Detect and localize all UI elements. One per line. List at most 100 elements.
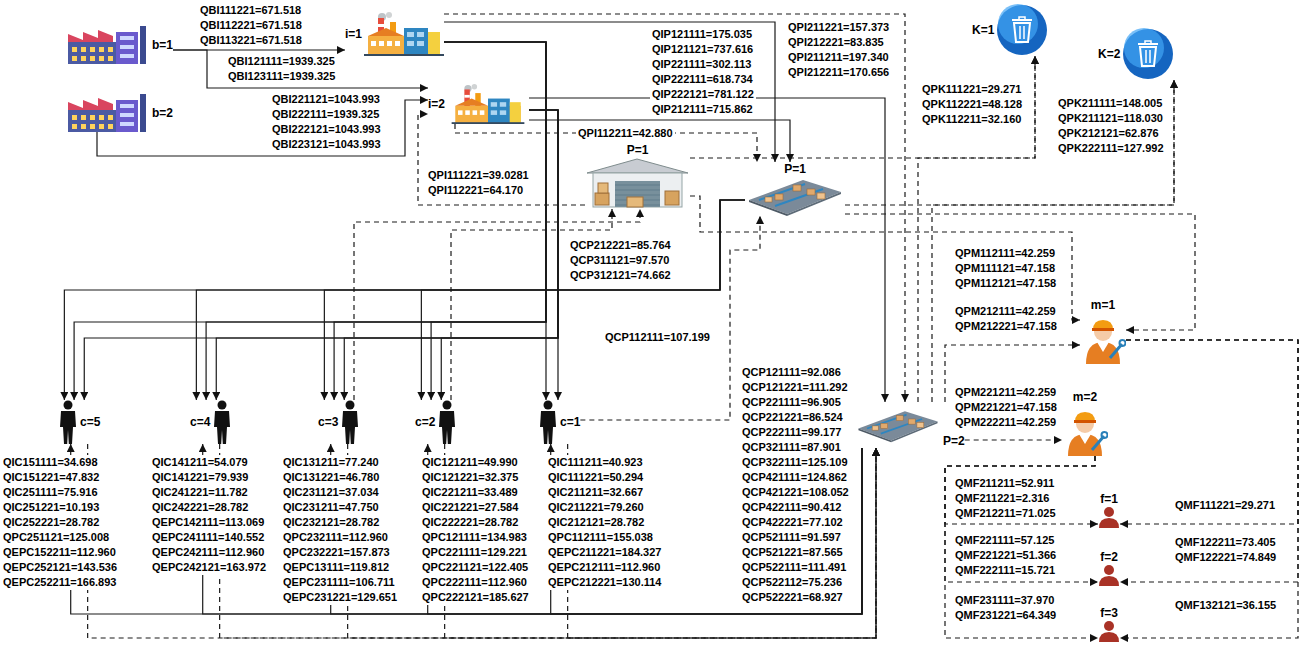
flow-value: QPM112111=42.259	[953, 246, 1057, 261]
flow-value: QIC221211=33.489	[420, 485, 520, 500]
flow-value: QIC111211=40.923	[546, 455, 645, 470]
facility-node: P=1	[585, 143, 690, 209]
customer-icon	[340, 400, 360, 444]
node-label: K=2	[1098, 47, 1120, 61]
flow-value: QPM222211=42.259	[953, 415, 1058, 430]
flow-value: QIC211221=79.260	[546, 500, 646, 515]
distribution-center-icon	[855, 402, 941, 448]
forward-flow-connector	[206, 42, 546, 400]
node-label: b=1	[152, 38, 173, 52]
flow-value: QMF231221=64.349	[953, 608, 1058, 623]
flow-value: QCP112111=107.199	[603, 330, 712, 345]
facility-node: f=2	[1098, 550, 1120, 586]
flow-value: QIC111221=50.294	[546, 470, 645, 485]
flow-value: QIC241221=11.782	[150, 485, 250, 500]
flow-value: QCP121111=92.086	[740, 365, 843, 380]
flow-value: QPK112211=32.160	[920, 112, 1023, 127]
flow-value: QPI111221=39.0281	[426, 168, 531, 183]
flow-value: QEPC231111=106.711	[281, 575, 397, 590]
flow-value: QIC231211=47.750	[281, 500, 381, 515]
flow-value: QIC242221=28.782	[150, 500, 250, 515]
node-label: b=2	[152, 106, 173, 120]
flow-value: QPI112221=64.170	[426, 183, 525, 198]
forward-flow-connector	[421, 200, 745, 400]
customer-icon	[212, 400, 232, 444]
facility-node: K=1	[972, 4, 1048, 56]
distribution-center-icon	[745, 176, 845, 216]
flow-value: QEPC242111=112.960	[150, 545, 266, 560]
flow-value: QIC121221=32.375	[420, 470, 520, 485]
node-label: P=2	[943, 434, 965, 448]
node-label: c=1	[560, 415, 580, 429]
flow-value: QMF221221=51.366	[953, 548, 1058, 563]
flow-value: QCP522111=111.491	[740, 560, 848, 575]
flow-value: QEPC241111=140.552	[150, 530, 266, 545]
facility-node: m=2	[1062, 390, 1108, 456]
flow-value: QPM221211=42.259	[953, 385, 1058, 400]
flow-value: QEPC231221=129.651	[281, 590, 399, 605]
node-label: P=1	[784, 162, 806, 176]
flow-value: QEPC13111=119.812	[281, 560, 391, 575]
flow-value: QPK212121=62.876	[1056, 126, 1161, 141]
flow-value: QEPC152211=112.960	[1, 545, 118, 560]
node-label: c=5	[80, 415, 100, 429]
flow-value: QIC211211=32.667	[546, 485, 645, 500]
node-label: f=1	[1100, 492, 1118, 506]
forward-flow-connector	[84, 110, 558, 400]
forward-flow-connector	[444, 22, 775, 162]
flow-value: QCP312121=74.662	[568, 268, 673, 283]
flow-value: QPC222111=112.960	[420, 575, 529, 590]
return-flow-connector	[418, 114, 585, 205]
return-flow-connector	[845, 214, 1195, 330]
return-flow-connector	[220, 444, 876, 638]
flow-value: QPK112221=48.128	[920, 97, 1024, 112]
flow-value: QCP222111=99.177	[740, 425, 843, 440]
flow-value: QCP421111=124.862	[740, 470, 849, 485]
flow-value: QIC251221=10.193	[1, 500, 101, 515]
node-label: K=1	[972, 23, 994, 37]
flow-value: QPI112211=42.880	[576, 126, 675, 141]
flow-value: QBI112221=671.518	[198, 18, 304, 33]
flow-value: QCP422221=77.102	[740, 515, 845, 530]
flow-value: QCP521221=87.565	[740, 545, 845, 560]
forward-flow-connector	[431, 42, 546, 400]
flow-value: QBI222111=1939.325	[270, 107, 381, 122]
flow-value: QIP221111=302.113	[650, 57, 753, 72]
forward-flow-connector	[203, 444, 862, 614]
flow-value: QBI113221=671.518	[198, 33, 304, 48]
node-label: c=3	[318, 415, 338, 429]
flow-value: QMF222111=15.721	[953, 563, 1057, 578]
facility-node: b=1	[68, 26, 173, 64]
flow-value: QIC151221=47.832	[1, 470, 101, 485]
flow-value: QEPC142111=113.069	[150, 515, 266, 530]
forward-flow-connector	[97, 100, 428, 156]
flow-value: QMF212211=71.025	[953, 506, 1058, 521]
flow-value: QPI212211=170.656	[786, 65, 891, 80]
node-label: f=3	[1100, 606, 1118, 620]
flow-value: QCP212221=85.764	[568, 238, 673, 253]
flow-value: QBI221121=1043.993	[270, 92, 382, 107]
flow-value: QCP522221=68.927	[740, 590, 845, 605]
forward-flow-connector	[529, 110, 558, 400]
flow-value: QPK111221=29.271	[920, 82, 1023, 97]
plant-icon	[447, 84, 529, 124]
flow-value: QPM221221=47.158	[953, 400, 1059, 415]
flow-value: QPI212221=83.835	[786, 35, 886, 50]
flow-value: QCP311121=97.570	[568, 253, 671, 268]
flow-value: QBI222121=1043.993	[270, 122, 383, 137]
flow-value: QMF122211=73.405	[1173, 535, 1278, 550]
customer-icon	[437, 400, 457, 444]
flow-value: QBI121111=1939.325	[226, 54, 337, 69]
return-flow-connector	[348, 444, 876, 638]
node-label: m=2	[1073, 390, 1097, 404]
flow-value: QPC232111=112.960	[281, 530, 390, 545]
return-flow-connector	[444, 14, 905, 402]
facility-node: b=2	[68, 94, 173, 132]
flow-value: QCP221221=86.524	[740, 410, 845, 425]
flow-value: QMF221111=57.125	[953, 533, 1056, 548]
flow-value: QIP121111=175.035	[650, 27, 754, 42]
facility-node: f=3	[1098, 606, 1120, 642]
node-label: i=1	[345, 27, 362, 41]
flow-value: QCP221111=96.905	[740, 395, 843, 410]
flow-value: QCP322111=125.109	[740, 455, 850, 470]
